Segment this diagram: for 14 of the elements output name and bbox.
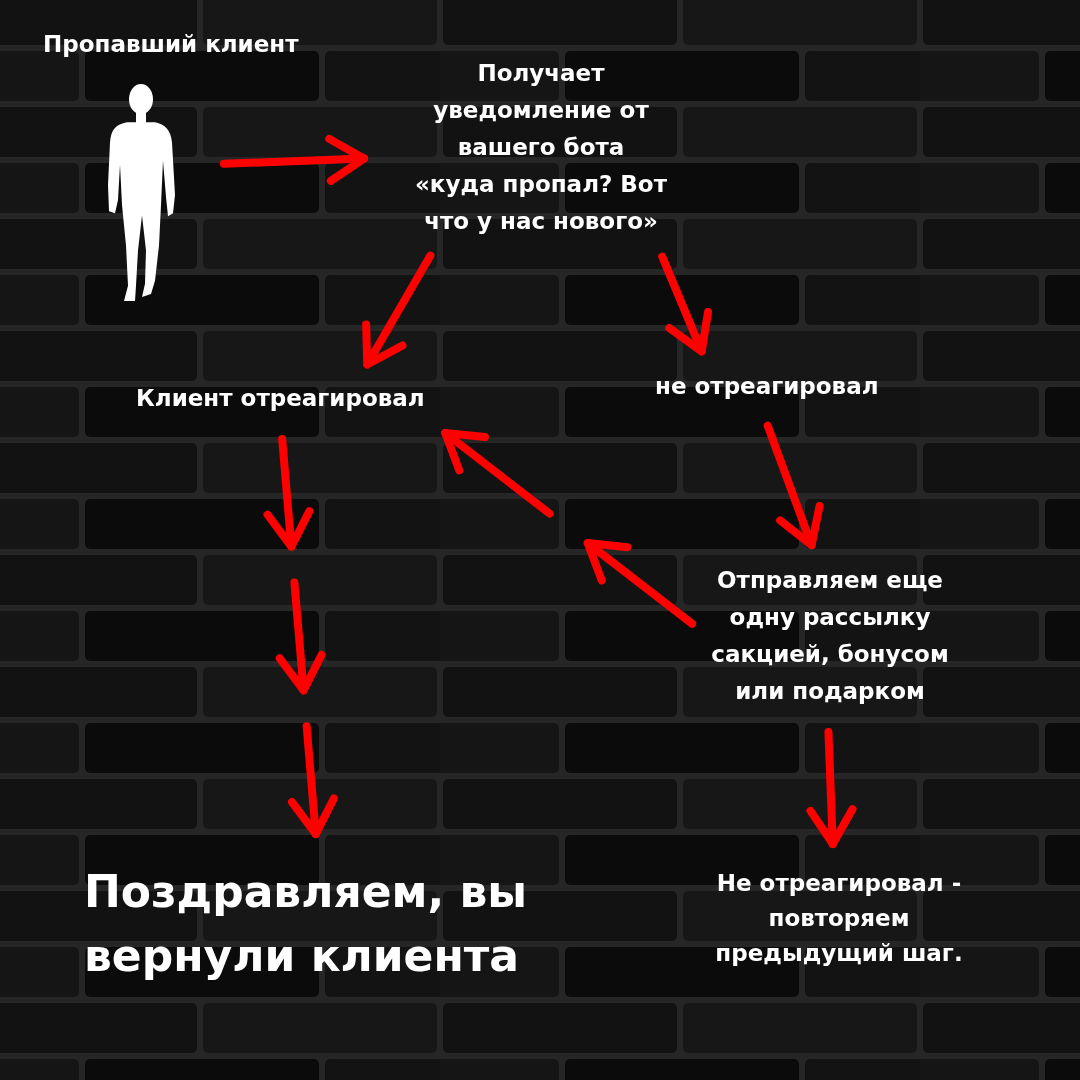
arrow	[263, 434, 338, 839]
arrow	[763, 421, 824, 550]
step-text: не отреагировал	[655, 368, 879, 405]
person-caption: Пропавший клиент	[43, 30, 299, 59]
step-text: Не отреагировал - повторяем предыдущий шаг.	[706, 866, 972, 971]
step-text: Получает уведомление от вашего бота «куда пропал? Вот что у нас нового»	[414, 55, 668, 240]
step-text: Отправляем еще одну рассылку сакцией, бонусом или подарком	[708, 562, 952, 710]
result-text: Поздравляем, вы вернули клиента	[84, 860, 604, 988]
arrow	[362, 251, 435, 369]
arrow	[806, 728, 857, 848]
arrow	[658, 252, 713, 356]
step-text: Клиент отреагировал	[136, 380, 425, 417]
arrow	[219, 134, 369, 185]
arrow	[441, 428, 697, 628]
